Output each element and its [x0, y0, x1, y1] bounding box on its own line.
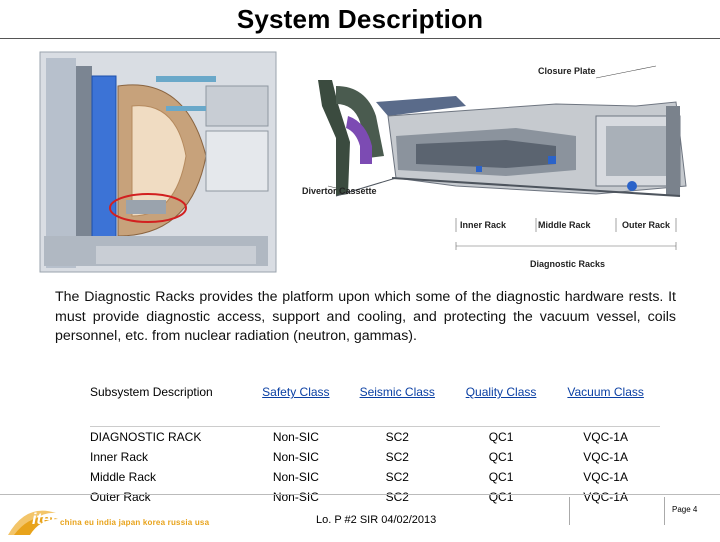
- safety-class-cell: Non-SIC: [248, 426, 344, 447]
- vacuum-class-cell: VQC-1A: [583, 450, 628, 464]
- header-quality-class[interactable]: Quality Class: [465, 385, 537, 399]
- outer-rack-label: Outer Rack: [622, 220, 671, 230]
- seismic-class-cell: SC2: [385, 490, 409, 504]
- classification-table: Subsystem Description Safety Class Seism…: [90, 378, 660, 507]
- subsystem-cell: DIAGNOSTIC RACK: [90, 426, 248, 447]
- subsystem-cell: Inner Rack: [90, 450, 149, 464]
- iter-logo-word: iter: [32, 511, 57, 528]
- table-row: Middle Rack Non-SIC SC2 QC1 VQC-1A: [90, 467, 660, 487]
- diagnostic-racks-label: Diagnostic Racks: [530, 259, 606, 269]
- quality-class-cell: QC1: [450, 426, 552, 447]
- seismic-class-cell: SC2: [385, 450, 409, 464]
- diagnostic-rack-illustration: [39, 51, 687, 273]
- subsystem-cell: Outer Rack: [90, 490, 151, 504]
- footer-divider: [569, 497, 570, 525]
- table-row: Inner Rack Non-SIC SC2 QC1 VQC-1A: [90, 447, 660, 467]
- quality-class-cell: QC1: [488, 490, 514, 504]
- header-vacuum-class[interactable]: Vacuum Class: [567, 385, 644, 399]
- title-rule: [0, 38, 720, 39]
- header-subsystem-description: Subsystem Description: [90, 385, 213, 399]
- middle-rack-label: Middle Rack: [538, 220, 591, 230]
- page-title: System Description: [236, 4, 484, 34]
- safety-class-cell: Non-SIC: [272, 450, 319, 464]
- iter-logo-icon: [8, 510, 58, 535]
- inner-rack-label: Inner Rack: [460, 220, 507, 230]
- vacuum-class-cell: VQC-1A: [583, 490, 628, 504]
- vacuum-class-cell: VQC-1A: [551, 426, 660, 447]
- table-header-row: Subsystem Description Safety Class Seism…: [90, 378, 660, 406]
- rack-assembly: [318, 65, 687, 250]
- table-row: Outer Rack Non-SIC SC2 QC1 VQC-1A: [90, 487, 660, 507]
- iter-logo: iter: [6, 497, 206, 537]
- safety-class-cell: Non-SIC: [272, 490, 319, 504]
- quality-class-cell: QC1: [488, 470, 514, 484]
- header-seismic-class[interactable]: Seismic Class: [359, 385, 435, 399]
- quality-class-cell: QC1: [488, 450, 514, 464]
- tokamak-cross-section: [39, 51, 277, 273]
- page-number: Page 4: [672, 505, 698, 514]
- header-safety-class[interactable]: Safety Class: [262, 385, 330, 399]
- partner-countries: china eu india japan korea russia usa: [60, 518, 210, 527]
- diagnostic-rack-figure: Closure Plate Divertor Cassette Inner Ra…: [36, 46, 692, 278]
- safety-class-cell: Non-SIC: [272, 470, 319, 484]
- subsystem-cell: Middle Rack: [90, 470, 157, 484]
- seismic-class-cell: SC2: [385, 470, 409, 484]
- footer-divider: [664, 497, 665, 525]
- footer-meeting-date: Lo. P #2 SIR 04/02/2013: [316, 514, 437, 526]
- closure-plate-label: Closure Plate: [538, 66, 596, 76]
- vacuum-class-cell: VQC-1A: [583, 470, 628, 484]
- divertor-cassette-label: Divertor Cassette: [302, 186, 377, 196]
- footer-rule: [0, 494, 720, 495]
- table-row: DIAGNOSTIC RACK Non-SIC SC2 QC1 VQC-1A: [90, 426, 660, 447]
- description-paragraph: The Diagnostic Racks provides the platfo…: [55, 289, 676, 344]
- seismic-class-cell: SC2: [343, 426, 451, 447]
